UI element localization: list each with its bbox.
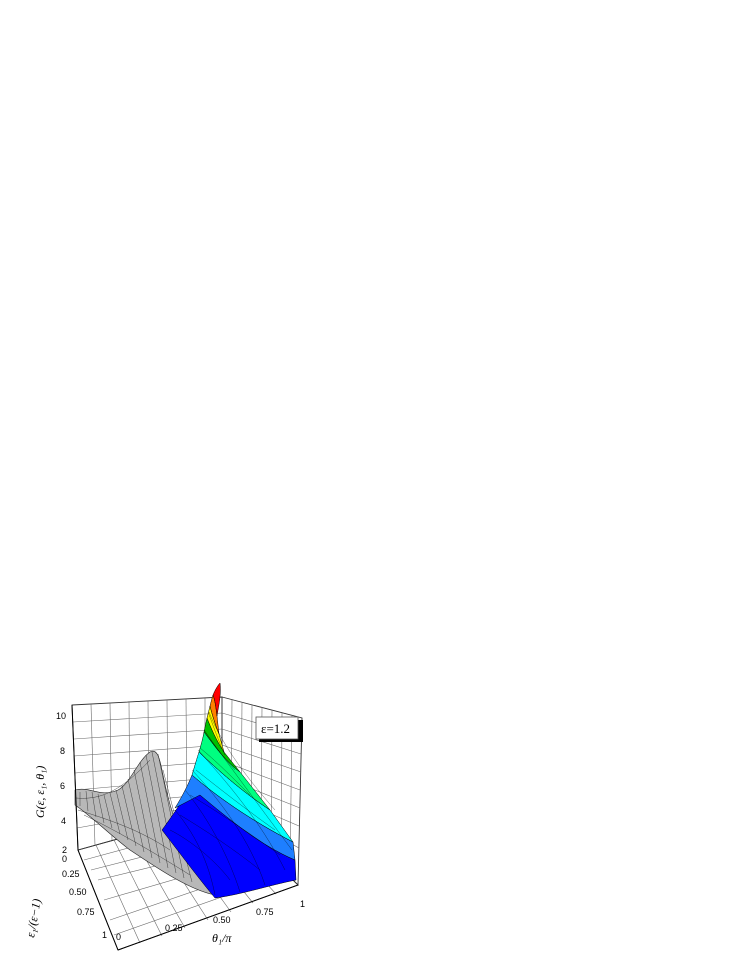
x-tick-0-75: 0.75 <box>256 907 274 917</box>
y-axis-label: ε₁/(ε−1) <box>23 898 44 939</box>
z-tick-6: 6 <box>60 781 65 791</box>
y-tick-1: 1 <box>102 930 107 940</box>
y-tick-0-50: 0.50 <box>69 887 87 897</box>
x-tick-1: 1 <box>300 899 305 909</box>
colored-surface <box>161 682 297 899</box>
y-tick-0: 0 <box>62 854 67 864</box>
z-tick-8: 8 <box>60 746 65 756</box>
y-tick-0-25: 0.25 <box>62 869 80 879</box>
x-axis-ticks: 0 0.25 0.50 0.75 1 <box>116 899 305 942</box>
legend: ε=1.2 <box>255 716 303 742</box>
legend-epsilon-value: ε=1.2 <box>261 721 290 736</box>
z-tick-4: 4 <box>61 816 66 826</box>
x-tick-0-50: 0.50 <box>213 915 231 925</box>
y-tick-0-75: 0.75 <box>77 907 95 917</box>
x-tick-0: 0 <box>116 932 121 942</box>
z-tick-10: 10 <box>56 711 66 721</box>
x-tick-0-25: 0.25 <box>165 923 183 933</box>
y-axis-ticks: 0 0.25 0.50 0.75 1 <box>62 854 107 940</box>
z-axis-label: G(ε, ε₁, θ₁) <box>33 766 47 818</box>
z-axis-ticks: 10 8 6 4 2 <box>56 711 67 855</box>
z-tick-2: 2 <box>62 845 67 855</box>
x-axis-label: θ₁/π <box>212 931 232 945</box>
axis-frame-front <box>71 704 299 951</box>
